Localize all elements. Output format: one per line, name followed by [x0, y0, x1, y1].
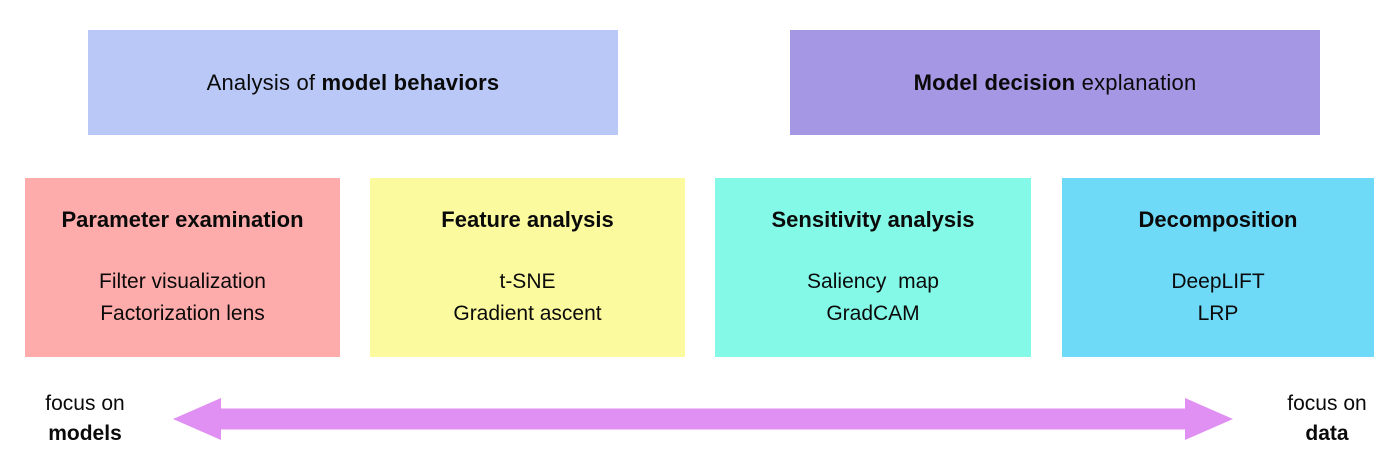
category-title: Decomposition: [1138, 207, 1298, 232]
category-box-feature-analysis: Feature analysis t-SNE Gradient ascent: [370, 178, 685, 357]
header-box-model-decision: Model decision explanation: [790, 30, 1320, 135]
category-box-sensitivity-analysis: Sensitivity analysis Saliency map GradCA…: [715, 178, 1031, 357]
category-item: LRP: [1197, 302, 1239, 325]
category-item-list: Saliency map GradCAM: [807, 266, 939, 330]
category-item: GradCAM: [826, 302, 920, 325]
axis-label-focus-on-models: focus on models: [20, 389, 150, 449]
category-item: t-SNE: [499, 270, 556, 293]
category-item: Factorization lens: [100, 302, 265, 325]
category-item-list: t-SNE Gradient ascent: [453, 266, 601, 330]
category-title: Sensitivity analysis: [771, 207, 975, 232]
category-box-decomposition: Decomposition DeepLIFT LRP: [1062, 178, 1374, 357]
category-item-list: DeepLIFT LRP: [1171, 266, 1264, 330]
axis-label-line-bold: data: [1305, 422, 1349, 445]
header-label-model-behaviors: Analysis of model behaviors: [207, 70, 500, 96]
header-label-model-decision: Model decision explanation: [914, 70, 1197, 96]
category-item: DeepLIFT: [1171, 270, 1265, 293]
axis-label-focus-on-data: focus on data: [1262, 389, 1392, 449]
header-text-bold: Model decision: [913, 69, 1076, 95]
axis-label-line: focus on: [1287, 392, 1367, 415]
category-title: Feature analysis: [441, 207, 614, 232]
category-item: Saliency map: [807, 270, 939, 293]
header-box-model-behaviors: Analysis of model behaviors: [88, 30, 618, 135]
axis-label-line: focus on: [45, 392, 125, 415]
category-item: Filter visualization: [99, 270, 266, 293]
axis-label-line-bold: models: [48, 422, 122, 445]
bidirectional-arrow-shape: [173, 398, 1233, 440]
header-text-bold: model behaviors: [321, 69, 500, 95]
category-item: Gradient ascent: [453, 302, 602, 325]
header-text-prefix: Analysis of: [206, 69, 322, 95]
category-title: Parameter examination: [61, 207, 304, 232]
bidirectional-arrow: [173, 398, 1233, 440]
category-item-list: Filter visualization Factorization lens: [99, 266, 266, 330]
header-text-suffix: explanation: [1075, 69, 1197, 95]
category-box-parameter-examination: Parameter examination Filter visualizati…: [25, 178, 340, 357]
